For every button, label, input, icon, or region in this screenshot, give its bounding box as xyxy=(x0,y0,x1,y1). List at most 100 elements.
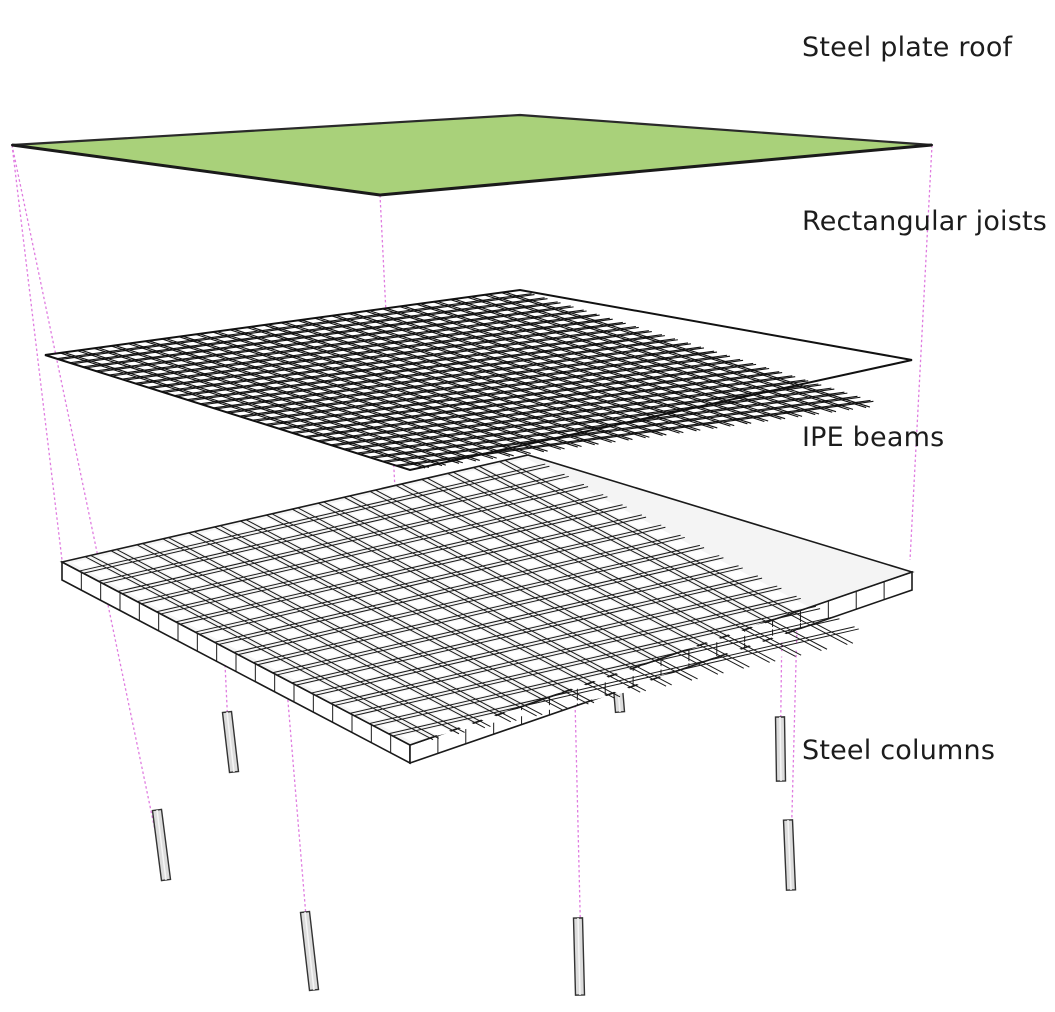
beam-grid-cell xyxy=(387,706,414,716)
beam-grid-cell xyxy=(361,712,388,722)
beam-grid-cell xyxy=(355,611,382,621)
roof-front-edge xyxy=(379,143,933,197)
beam-grid-cell xyxy=(272,586,298,596)
ipe-beam xyxy=(272,565,739,674)
beam-grid-cell xyxy=(420,567,447,577)
rectangular-joist xyxy=(307,372,783,439)
beam-grid-cell xyxy=(426,726,452,736)
rectangular-joist xyxy=(330,379,806,446)
rectangular-joist xyxy=(450,299,816,416)
beam-grid-cell xyxy=(550,537,576,547)
rectangular-joist xyxy=(356,387,832,454)
rectangular-joist xyxy=(365,310,731,427)
ipe-beam xyxy=(253,555,720,664)
beam-grid-cell xyxy=(479,539,505,549)
ipe-beam xyxy=(334,597,801,706)
ipe-beam xyxy=(504,459,854,644)
beam-grid-cell xyxy=(433,534,460,544)
beam-grid-cell xyxy=(614,668,640,678)
beam-grid-cell xyxy=(213,614,240,624)
guide-line xyxy=(574,699,583,993)
beam-grid-cell xyxy=(543,670,569,680)
beam-grid-cell xyxy=(562,622,589,632)
beam-grid-cell xyxy=(413,641,440,651)
beam-grid-cell xyxy=(239,608,266,618)
rectangular-joist xyxy=(280,322,646,439)
rectangular-joist xyxy=(56,293,532,360)
beam-grid-cell xyxy=(485,639,511,650)
beam-grid-cell xyxy=(594,658,621,668)
beam-grid-cell xyxy=(479,480,506,490)
beam-grid-cell xyxy=(743,580,770,590)
beam-grid-cell xyxy=(524,601,550,611)
ipe-beam xyxy=(117,483,585,592)
beam-grid-cell xyxy=(330,617,356,627)
ipe-beam xyxy=(323,501,672,686)
beam-grid-cell xyxy=(129,590,156,600)
beam-grid-cell xyxy=(362,595,389,605)
ipe-beam xyxy=(353,608,821,717)
beam-grid-cell xyxy=(698,576,725,586)
rectangular-joist xyxy=(63,351,430,468)
rectangular-joist xyxy=(144,340,511,457)
beam-grid-cell xyxy=(362,653,388,663)
beam-grid-cell xyxy=(258,618,285,628)
beam-grid-cell xyxy=(705,560,731,570)
beam-grid-cell xyxy=(421,508,447,518)
beam-grid-cell xyxy=(460,470,486,480)
guide-line xyxy=(379,194,409,746)
rectangular-joist xyxy=(369,391,845,458)
rectangular-joist xyxy=(147,321,623,388)
beam-grid-cell xyxy=(685,550,712,560)
beam-grid-cell xyxy=(504,591,531,601)
ipe-beam xyxy=(271,513,621,698)
rectangular-joist xyxy=(399,305,765,423)
beam-grid-cell xyxy=(200,588,227,598)
beam-grid-cell xyxy=(491,682,517,692)
beam-grid-cell xyxy=(485,522,512,533)
rectangular-joist xyxy=(239,350,715,417)
rectangular-joist xyxy=(301,319,667,436)
rectangular-joist xyxy=(108,309,584,376)
rectangular-joist xyxy=(267,324,633,441)
beam-grid-cell xyxy=(413,700,440,710)
rectangular-joist xyxy=(189,335,665,402)
beam-grid-cell xyxy=(284,671,311,681)
rectangular-joist xyxy=(294,367,770,435)
beam-grid-cell xyxy=(704,618,731,628)
beam-grid-cell xyxy=(336,542,363,552)
beam-grid-cell xyxy=(439,694,466,704)
rectangular-joist xyxy=(98,306,574,373)
ipe-beam xyxy=(421,478,770,663)
beam-grid-cell xyxy=(660,555,686,566)
beam-grid-cell xyxy=(342,643,369,653)
ipe-beam xyxy=(121,486,589,595)
ipe-beam xyxy=(162,538,511,723)
beam-grid-cell xyxy=(401,615,427,625)
beam-grid-cell xyxy=(97,553,124,563)
beam-grid-cell xyxy=(517,617,544,627)
ipe-beam xyxy=(369,616,836,725)
rectangular-joist xyxy=(419,303,786,420)
rectangular-joist xyxy=(69,297,545,364)
beam-grid-cell xyxy=(458,704,485,714)
beam-grid-cell xyxy=(782,600,809,610)
beam-grid-cell xyxy=(750,622,776,632)
beam-grid-cell xyxy=(523,660,550,670)
ipe-beam xyxy=(276,567,743,676)
rectangular-joist xyxy=(267,359,744,426)
column-highlight xyxy=(304,911,315,991)
ipe-beam xyxy=(499,461,848,646)
beam-grid-cell xyxy=(330,558,356,568)
beam-grid-cell xyxy=(175,594,201,604)
rectangular-joist xyxy=(252,354,728,421)
beam-grid-cell xyxy=(272,528,298,538)
beam-grid-cell xyxy=(330,500,357,510)
ipe-beam xyxy=(452,471,802,656)
beam-grid-cell xyxy=(388,647,414,657)
rectangular-joist xyxy=(318,317,684,434)
beam-grid-cell xyxy=(343,584,369,594)
beam-grid-cell xyxy=(498,607,524,617)
beam-grid-cell xyxy=(297,580,324,590)
